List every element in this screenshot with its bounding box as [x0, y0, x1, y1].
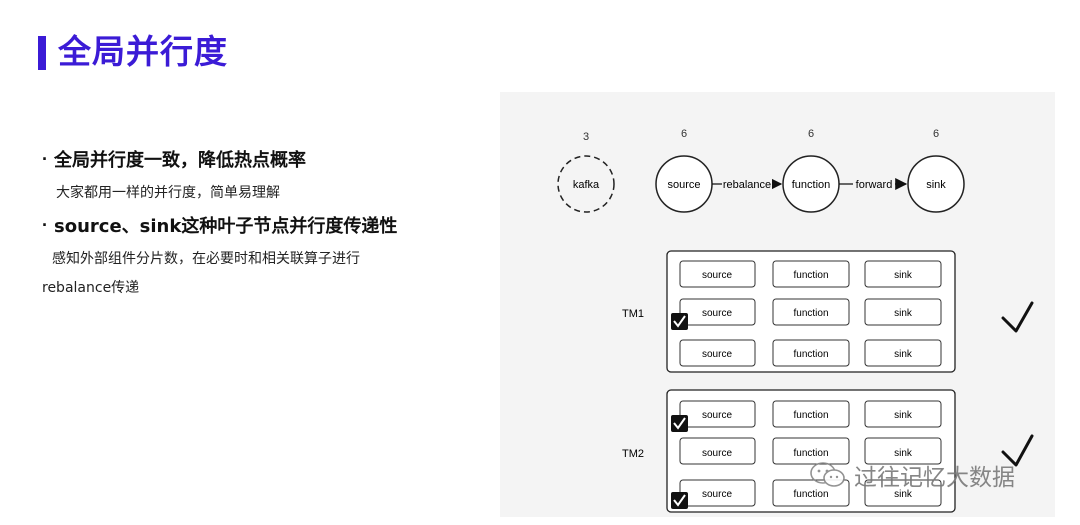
graph-node-function: function	[782, 155, 840, 213]
task-slot: function	[793, 448, 828, 459]
bullet-text: 全局并行度一致，降低热点概率	[54, 150, 306, 171]
bullet-dot-icon: ·	[42, 214, 48, 235]
checkbox-checked-icon	[671, 492, 688, 509]
task-slot: source	[702, 349, 732, 360]
diagram-panel: 3 6 6 6 kafka source function sink rebal…	[500, 92, 1055, 517]
diagram-svg: 3 6 6 6 kafka source function sink rebal…	[557, 128, 1034, 513]
task-slot: source	[702, 410, 732, 421]
task-slot: function	[793, 410, 828, 421]
title-accent-bar	[38, 36, 46, 70]
page-title: 全局并行度	[58, 32, 228, 71]
task-slot: function	[793, 349, 828, 360]
bullet-dot-icon: ·	[42, 148, 48, 169]
checkmark-icon	[1001, 434, 1034, 467]
edge-label: forward	[856, 179, 893, 191]
node-label: sink	[926, 179, 946, 191]
bullet-subtext: 大家都用一样的并行度，简单易理解	[56, 185, 280, 201]
taskmanager-tm1: TM1 source function sink source function…	[622, 250, 1034, 373]
task-slot: sink	[894, 410, 913, 421]
graph-edge-forward: forward	[839, 177, 908, 191]
task-slot: source	[702, 270, 732, 281]
graph-edge-rebalance: rebalance	[712, 177, 783, 191]
tm-label: TM1	[622, 308, 644, 320]
task-slot: sink	[894, 489, 913, 500]
watermark-text: 过往记忆大数据	[854, 465, 1015, 491]
checkmark-icon	[1001, 301, 1034, 333]
graph-node-sink: sink	[907, 155, 965, 213]
node-parallelism: 3	[583, 131, 589, 143]
bullet-subtext: 感知外部组件分片数，在必要时和相关联算子进行	[52, 251, 360, 267]
task-slot: source	[702, 489, 732, 500]
task-slot: function	[793, 308, 828, 319]
taskmanager-tm2: TM2 source function sink source function…	[622, 389, 1034, 513]
node-label: source	[667, 179, 700, 191]
graph-node-source: source	[655, 155, 713, 213]
node-label: kafka	[573, 179, 600, 191]
watermark: 过往记忆大数据	[808, 458, 1015, 492]
checkbox-checked-icon	[671, 415, 688, 432]
node-label: function	[792, 179, 831, 191]
task-slot: function	[793, 489, 828, 500]
task-slot: sink	[894, 448, 913, 459]
wechat-icon	[810, 462, 845, 487]
task-slot: source	[702, 308, 732, 319]
node-parallelism: 6	[933, 128, 939, 140]
bullet-text: source、sink这种叶子节点并行度传递性	[54, 216, 398, 237]
node-parallelism: 6	[808, 128, 814, 140]
graph-node-kafka: kafka	[557, 155, 615, 213]
bullet-item: · 全局并行度一致，降低热点概率	[42, 146, 306, 172]
task-slot: function	[793, 270, 828, 281]
task-slot: sink	[894, 308, 913, 319]
checkbox-checked-icon	[671, 313, 688, 330]
node-parallelism: 6	[681, 128, 687, 140]
edge-label: rebalance	[723, 179, 771, 191]
task-slot: sink	[894, 349, 913, 360]
tm-label: TM2	[622, 448, 644, 460]
task-slot: source	[702, 448, 732, 459]
bullet-subtext: rebalance传递	[42, 280, 140, 296]
task-slot: sink	[894, 270, 913, 281]
bullet-item: · source、sink这种叶子节点并行度传递性	[42, 212, 397, 238]
